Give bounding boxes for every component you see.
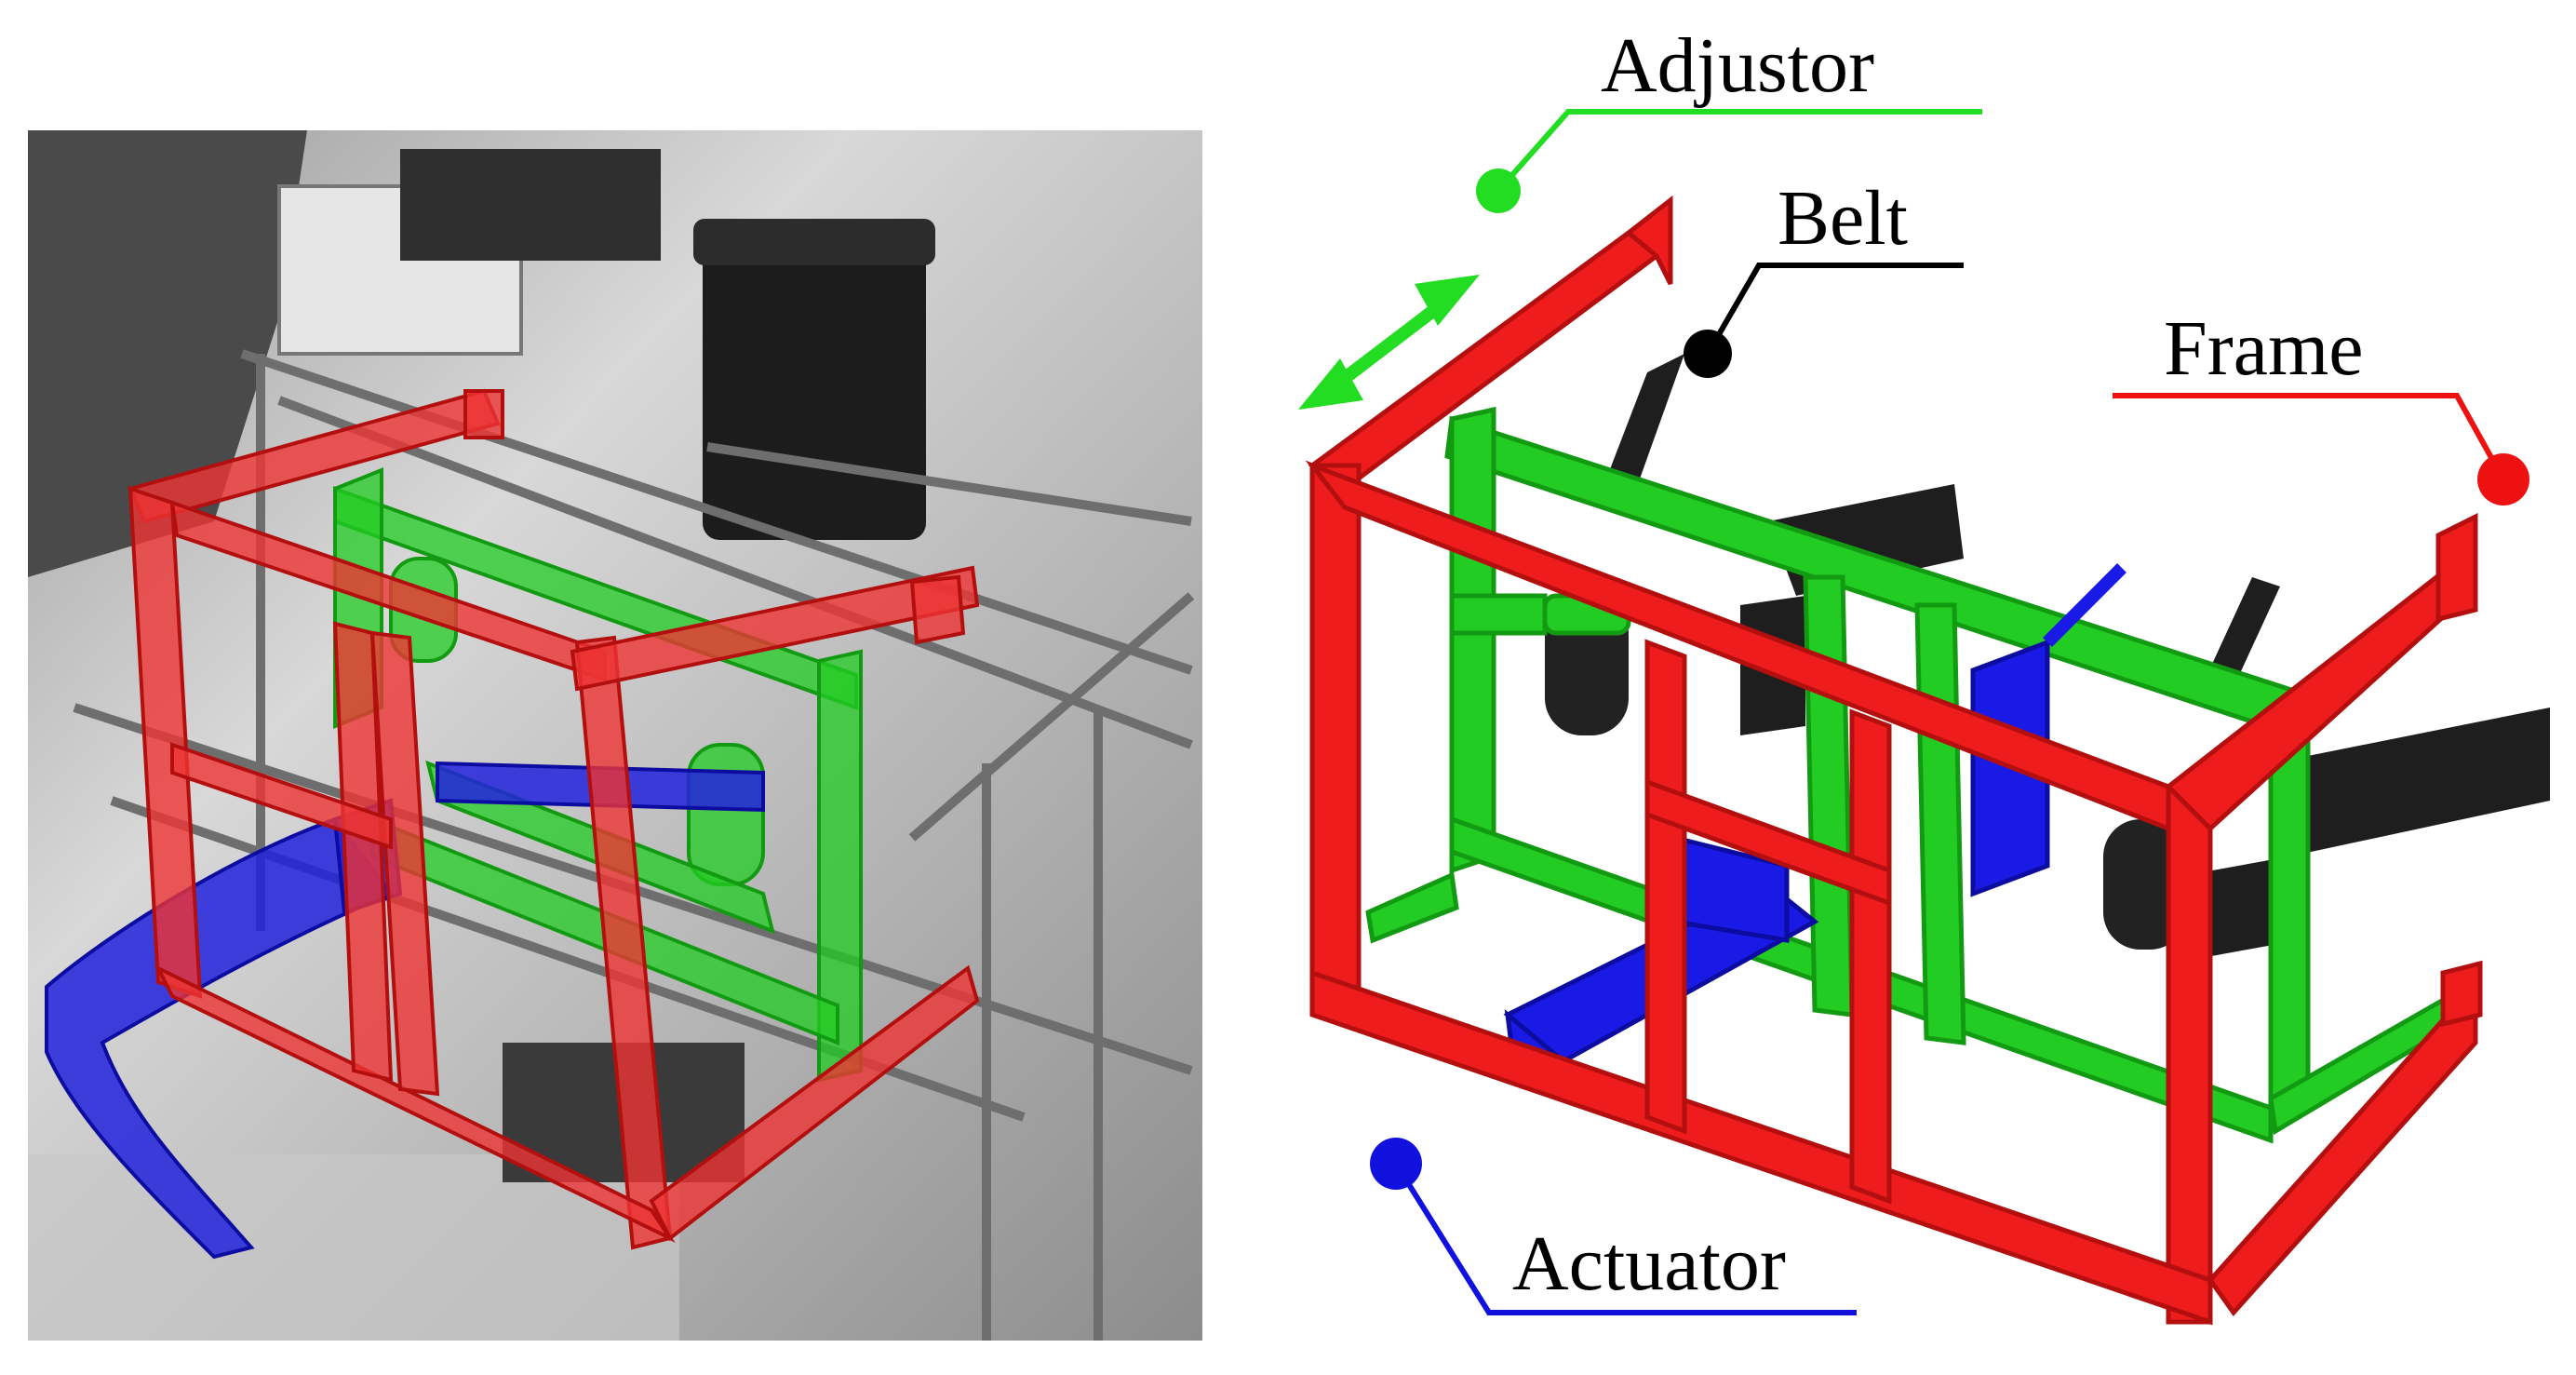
double-arrow-icon	[1298, 275, 1480, 410]
leader-dot-adjustor	[1476, 169, 1521, 213]
label-frame: Frame	[2164, 305, 2364, 392]
leader-line-frame	[2113, 393, 2506, 481]
label-actuator: Actuator	[1512, 1220, 1786, 1307]
photo-driver-board	[400, 149, 661, 261]
photo-panel	[28, 130, 1202, 1341]
cad-render	[1298, 195, 2550, 1326]
leader-dot-actuator	[1370, 1138, 1422, 1190]
label-adjustor-group: Adjustor	[1476, 22, 1982, 213]
leader-line-adjustor	[1496, 109, 1982, 193]
photo-frame-overlay	[127, 388, 980, 1250]
leader-line-belt	[1705, 263, 1964, 356]
label-adjustor: Adjustor	[1601, 22, 1874, 109]
label-frame-group: Frame	[2113, 305, 2529, 506]
frame-cad	[1305, 195, 2483, 1326]
leader-line-actuator	[1393, 1162, 1857, 1315]
leader-dot-belt	[1684, 330, 1732, 378]
label-actuator-group: Actuator	[1370, 1138, 1857, 1315]
label-belt: Belt	[1778, 175, 1908, 262]
photo-dark-corner	[28, 130, 307, 577]
photo-motor	[703, 233, 926, 540]
label-belt-group: Belt	[1684, 175, 1964, 378]
photo-motor-cap	[693, 219, 935, 265]
leader-dot-frame	[2477, 453, 2529, 506]
